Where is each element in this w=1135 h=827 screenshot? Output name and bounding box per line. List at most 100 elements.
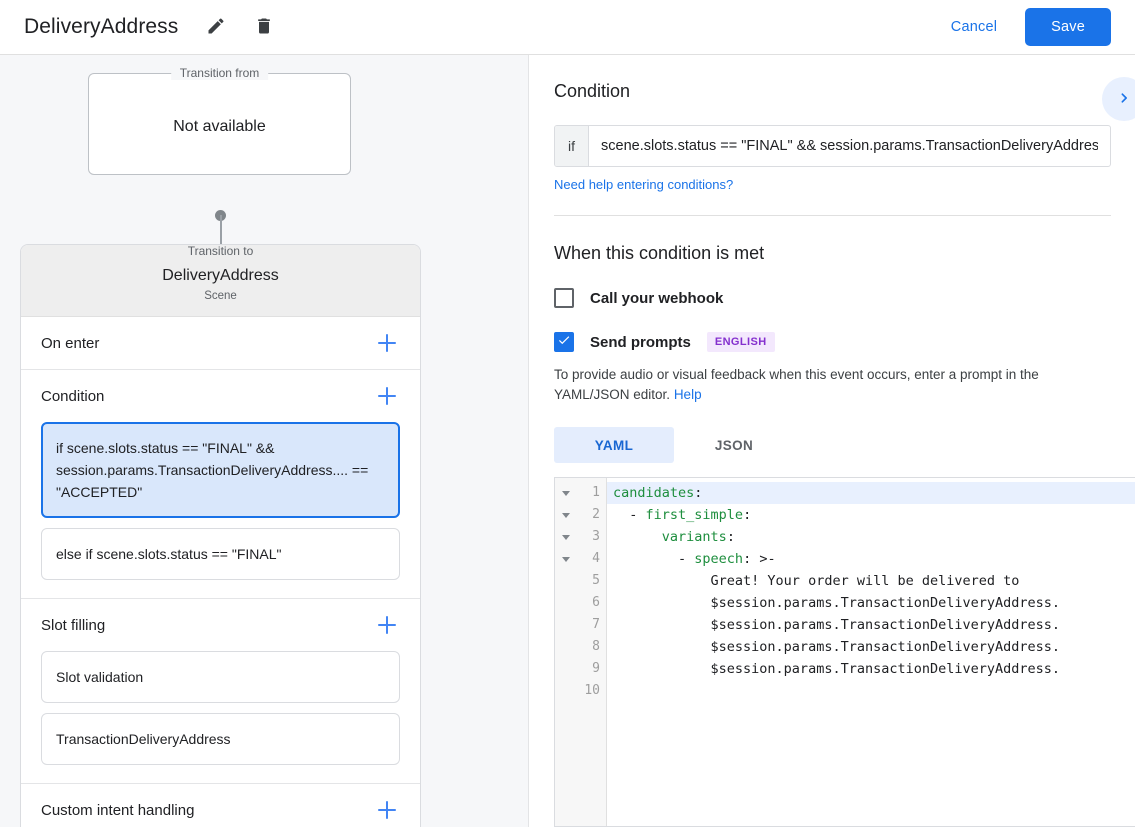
slot-item-transaction-delivery-address[interactable]: TransactionDeliveryAddress [41,713,400,765]
editor-code-line: $session.params.TransactionDeliveryAddre… [613,595,1061,611]
section-title-slot-filling: Slot filling [41,616,106,634]
fold-toggle-icon[interactable] [555,482,577,504]
language-badge: ENGLISH [706,332,775,352]
add-custom-intent-button[interactable] [374,797,400,823]
section-divider [554,215,1111,216]
top-bar: DeliveryAddress Cancel Save [0,0,1135,55]
section-condition: Condition if scene.slots.status == "FINA… [21,370,420,599]
pencil-icon [206,16,226,39]
chevron-down-icon [562,490,570,496]
editor-line-number: 10 [584,683,600,698]
transition-from-value: Not available [173,118,266,135]
condition-input[interactable] [589,126,1110,166]
fold-spacer [555,570,577,592]
editor-line-number: 9 [592,661,600,676]
editor-code-line: $session.params.TransactionDeliveryAddre… [613,639,1061,655]
transition-to-subtitle: Scene [204,290,237,302]
trash-icon [254,16,274,39]
editor-fold-column [555,478,577,826]
condition-if-label: if [555,126,589,166]
tab-yaml[interactable]: YAML [554,427,674,463]
chevron-down-icon [562,512,570,518]
editor-code-line: $session.params.TransactionDeliveryAddre… [613,617,1061,633]
call-webhook-label: Call your webhook [590,289,724,307]
connector-line [219,215,222,270]
editor-code-line: Great! Your order will be delivered to [613,573,1020,589]
fold-spacer [555,658,577,680]
condition-help-link[interactable]: Need help entering conditions? [554,177,734,192]
condition-input-row: if [554,125,1111,167]
editor-line-number: 2 [592,507,600,522]
fold-toggle-icon[interactable] [555,548,577,570]
condition-list: if scene.slots.status == "FINAL" && sess… [41,422,400,598]
edit-name-button[interactable] [198,9,234,45]
section-header-condition: Condition [41,370,400,422]
transition-to-legend: Transition to [187,244,254,258]
transition-from-legend: Transition from [170,66,269,80]
chevron-right-icon [1114,88,1134,111]
condition-section: Condition if Need help entering conditio… [530,55,1135,216]
expand-panel-button[interactable] [1102,77,1135,121]
section-on-enter: On enter [21,317,420,370]
cancel-button[interactable]: Cancel [937,10,1011,44]
yaml-editor[interactable]: 1 2 3 4 5 6 7 8 9 10 candidates: - first_simple: … [554,477,1135,827]
editor-line-number: 8 [592,639,600,654]
when-condition-met-section: When this condition is met Call your web… [530,216,1135,463]
editor-code-line [607,680,1135,702]
editor-line-number: 3 [592,529,600,544]
transition-from-card: Transition from Not available [88,66,351,175]
add-slot-filling-button[interactable] [374,612,400,638]
transition-to-header: Transition to DeliveryAddress Scene [21,245,420,317]
editor-code-line: - first_simple: [613,507,752,523]
fold-toggle-icon[interactable] [555,526,577,548]
editor-code-line: candidates: [607,482,1135,504]
editor-line-number: 1 [592,485,600,500]
tab-json[interactable]: JSON [674,427,794,463]
editor-format-tabs: YAML JSON [554,427,1111,463]
section-custom-intent-handling: Custom intent handling [21,784,420,827]
prompts-help-link[interactable]: Help [673,387,702,402]
page-title: DeliveryAddress [24,15,179,38]
delete-button[interactable] [246,9,282,45]
left-panel: Transition from Not available Transition… [0,55,529,827]
fold-spacer [555,592,577,614]
when-condition-met-heading: When this condition is met [554,243,765,263]
section-title-on-enter: On enter [41,334,100,352]
add-condition-button[interactable] [374,383,400,409]
chevron-down-icon [562,556,570,562]
editor-code-area[interactable]: candidates: - first_simple: variants: - … [607,478,1135,826]
fold-spacer [555,636,577,658]
send-prompts-label: Send prompts [590,333,691,351]
fold-spacer [555,680,577,702]
call-webhook-row[interactable]: Call your webhook [554,288,1111,308]
condition-heading: Condition [554,81,631,101]
save-button[interactable]: Save [1025,8,1111,46]
send-prompts-row[interactable]: Send prompts ENGLISH [554,332,1111,352]
transition-to-title: DeliveryAddress [162,267,279,284]
editor-code-line: $session.params.TransactionDeliveryAddre… [613,661,1061,677]
section-header-custom-intent-handling: Custom intent handling [41,784,400,827]
slot-validation-item[interactable]: Slot validation [41,651,400,703]
slot-filling-list: Slot validation TransactionDeliveryAddre… [41,651,400,783]
editor-code-line: variants: [661,529,735,545]
section-header-slot-filling: Slot filling [41,599,400,651]
editor-line-number: 6 [592,595,600,610]
send-prompts-checkbox[interactable] [554,332,574,352]
editor-line-number: 7 [592,617,600,632]
fold-toggle-icon[interactable] [555,504,577,526]
call-webhook-checkbox[interactable] [554,288,574,308]
section-title-custom-intent-handling: Custom intent handling [41,801,195,819]
editor-line-number: 5 [592,573,600,588]
prompts-description-text: To provide audio or visual feedback when… [554,367,1039,402]
editor-code-line: - speech: >- [613,551,776,567]
checkmark-icon [557,333,571,352]
section-slot-filling: Slot filling Slot validation Transaction… [21,599,420,784]
editor-line-gutter: 1 2 3 4 5 6 7 8 9 10 [577,478,607,826]
condition-item[interactable]: else if scene.slots.status == "FINAL" [41,528,400,580]
editor-line-number: 4 [592,551,600,566]
condition-item-selected[interactable]: if scene.slots.status == "FINAL" && sess… [41,422,400,518]
section-title-condition: Condition [41,387,105,405]
section-header-on-enter: On enter [41,317,400,369]
fold-spacer [555,614,577,636]
add-on-enter-button[interactable] [374,330,400,356]
